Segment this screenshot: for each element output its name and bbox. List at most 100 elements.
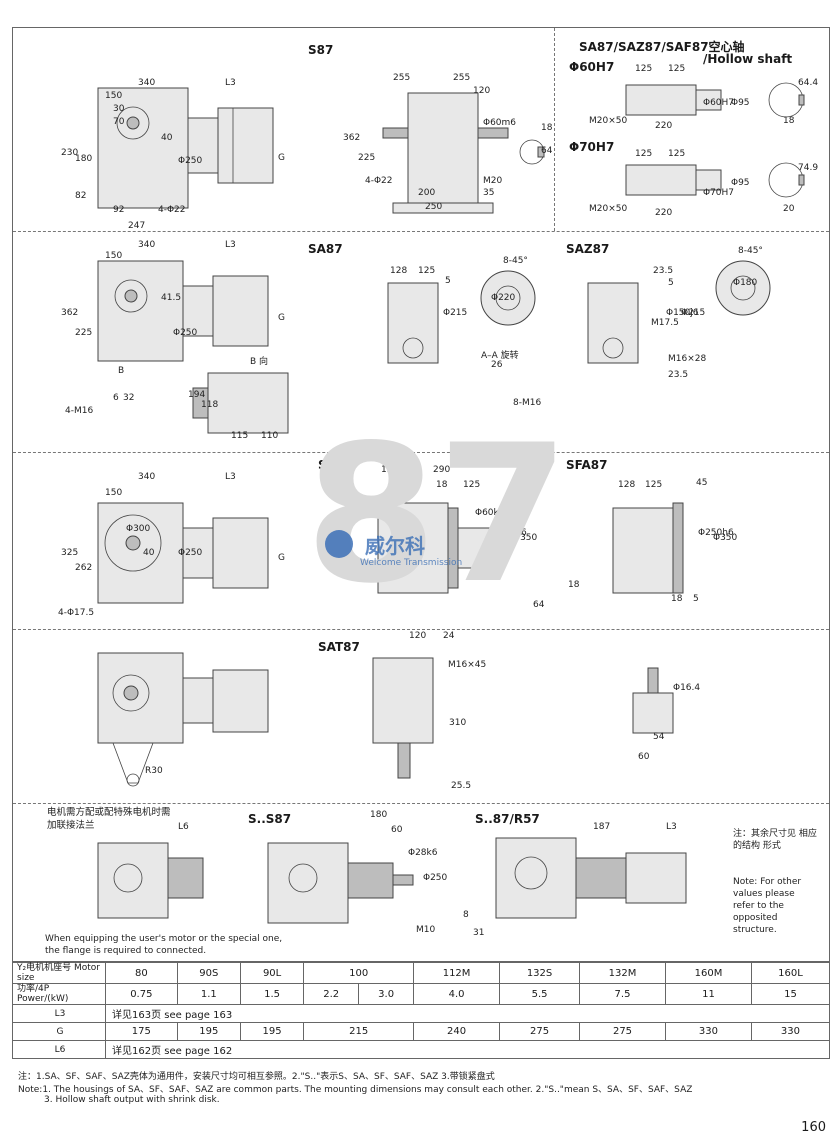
dim: Φ250h6: [491, 528, 527, 538]
divider: [13, 231, 829, 232]
dim: Φ16.4: [673, 683, 701, 693]
dim: R30: [145, 766, 163, 776]
dim: 220: [655, 208, 673, 218]
watermark-number: 87: [305, 404, 570, 625]
footnote-en1: Note:1. The housings of SA、SF、SAF、SAZ ar…: [18, 1085, 693, 1095]
dim: 35: [483, 188, 495, 198]
dim: 187: [593, 822, 611, 832]
table-cell: 100: [303, 962, 415, 984]
logo-icon: [325, 530, 353, 558]
dim: Φ215: [681, 308, 706, 318]
dim: Φ250: [178, 156, 203, 166]
table-cell: 1.1: [176, 983, 241, 1005]
dim: 325: [61, 548, 79, 558]
dim: Φ95: [731, 98, 750, 108]
s-87-r57-drawing: [495, 837, 687, 919]
hollow-phi70-label: Φ70H7: [569, 140, 615, 154]
watermark: 87 威尔科 Welcome Transmission: [305, 415, 569, 630]
dim: 225: [75, 328, 93, 338]
dim: Φ150j6: [666, 308, 699, 318]
table-cell: 215: [303, 1022, 415, 1041]
dim: 18: [568, 580, 580, 590]
motor-note-en: When equipping the user's motor or the s…: [45, 934, 283, 956]
dim: L6: [178, 822, 189, 832]
dim: 150: [105, 488, 123, 498]
dim: 23.5: [668, 370, 689, 380]
dim: L3: [225, 78, 236, 88]
table-cell: 132S: [499, 962, 581, 984]
table-cell: 132M: [579, 962, 666, 984]
dim: 310: [449, 718, 467, 728]
page-number: 160: [801, 1120, 826, 1135]
dim: 362: [343, 133, 361, 143]
table-cell: 2.2: [303, 983, 360, 1005]
table-cell: 275: [579, 1022, 666, 1041]
dim: 118: [201, 400, 219, 410]
dim: 150: [105, 91, 123, 101]
dim: M20×50: [589, 204, 628, 214]
table-cell: 195: [176, 1022, 241, 1041]
dim: Φ215: [443, 308, 468, 318]
dim: Φ220: [491, 293, 516, 303]
dim: 82: [75, 191, 87, 201]
hollow-60-drawing: [625, 82, 805, 118]
table-cell: 160L: [750, 962, 831, 984]
dim: Φ70H7: [703, 188, 735, 198]
sa87-side-drawing: [97, 260, 269, 362]
dim: 125: [668, 149, 686, 159]
sa87-view-b: B 向: [250, 357, 269, 367]
table-cell: 275: [499, 1022, 581, 1041]
saz87-front-drawing: [587, 282, 639, 364]
dim: 340: [138, 472, 156, 482]
s-s87-title: S..S87: [248, 812, 292, 826]
right-note-cn: 注：其余尺寸见 相应的结构 形式: [733, 829, 817, 851]
dim: 25.5: [451, 781, 472, 791]
table-cell: 1.5: [239, 983, 305, 1005]
saz87-flange-drawing: [715, 260, 771, 316]
dim: 125: [668, 64, 686, 74]
table-cell: 195: [239, 1022, 305, 1041]
dim: Φ180: [733, 278, 758, 288]
dim: G: [278, 553, 285, 563]
saz87-title: SAZ87: [566, 242, 610, 256]
table-cell: 7.5: [579, 983, 666, 1005]
dim: 340: [138, 240, 156, 250]
dim: 26: [491, 360, 503, 370]
dim: 5: [668, 278, 674, 288]
dim: 115: [231, 431, 249, 441]
table-head: Y₂电机机座号 Motor size: [12, 962, 106, 984]
sa87-aa-label: A–A 旋转: [481, 351, 519, 361]
dim: 8-M16: [513, 398, 542, 408]
dim: Φ250: [178, 548, 203, 558]
table-cell: 160M: [664, 962, 752, 984]
dim: 200: [418, 188, 436, 198]
dim: 220: [655, 121, 673, 131]
table-cell: 5.5: [499, 983, 581, 1005]
hollow-title: SA87/SAZ87/SAF87空心轴: [579, 40, 745, 54]
table-cell: 330: [664, 1022, 752, 1041]
dim: 92: [113, 205, 125, 215]
dim: Φ95: [731, 178, 750, 188]
sat87-side-drawing: [97, 652, 269, 787]
footnote-en2: 3. Hollow shaft output with shrink disk.: [44, 1095, 220, 1105]
table-cell: 详见162页 see page 162: [105, 1040, 830, 1059]
drawing-sheet: S87 340 L3 150 30 70 230 180 82 92 4-Φ22…: [12, 27, 830, 962]
s-87-r57-title: S..87/R57: [475, 812, 540, 826]
motor-flange-drawing: [97, 842, 204, 919]
dim: 125: [635, 149, 653, 159]
dim: 74.9: [798, 163, 819, 173]
dim: 180: [370, 810, 388, 820]
watermark-brand-en: Welcome Transmission: [360, 558, 463, 568]
motor-spec-table: Y₂电机机座号 Motor size 80 90S 90L 100 112M 1…: [12, 962, 831, 1059]
table-cell: 15: [750, 983, 831, 1005]
s87-title: S87: [308, 43, 334, 57]
dim: M10: [416, 925, 436, 935]
table-cell: 0.75: [105, 983, 178, 1005]
sat87-bushing-drawing: [632, 667, 674, 734]
table-cell: 90S: [176, 962, 241, 984]
sat87-front-drawing: [372, 657, 434, 779]
dim: 150: [105, 251, 123, 261]
right-note-en: Note: For other values please refer to t…: [733, 877, 802, 935]
dim: 4-Φ22: [158, 205, 186, 215]
dim: 125: [635, 64, 653, 74]
